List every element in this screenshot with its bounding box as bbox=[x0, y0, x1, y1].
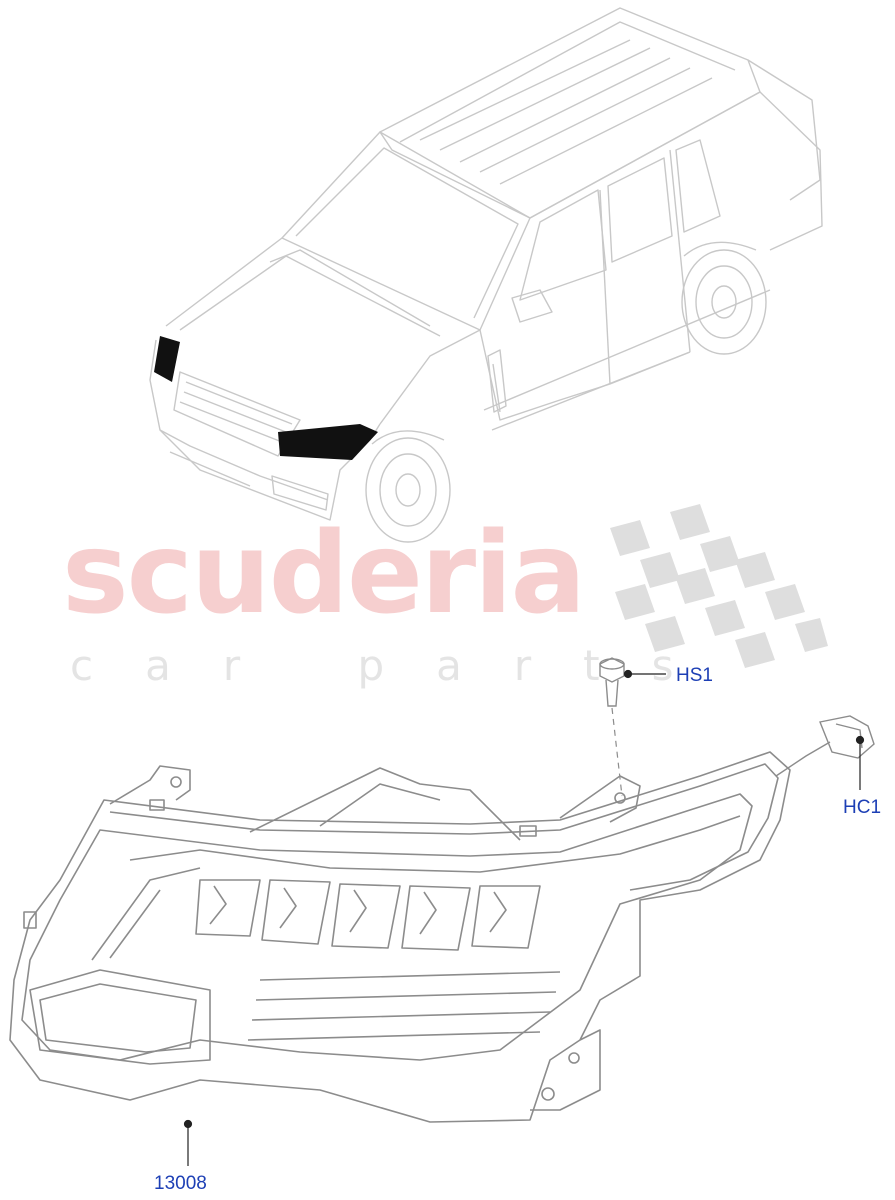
callout-bolt-label[interactable]: HS1 bbox=[676, 665, 713, 686]
vehicle-illustration bbox=[149, 7, 823, 543]
clip-part bbox=[819, 715, 875, 759]
headlamp-assembly bbox=[9, 751, 791, 1123]
watermark-brand: scuderia bbox=[62, 509, 586, 639]
bolt-assembly-line bbox=[611, 707, 623, 797]
callout-clip-label[interactable]: HC1 bbox=[843, 797, 882, 818]
callout-headlamp-label[interactable]: 13008 bbox=[154, 1173, 207, 1194]
bolt-part bbox=[599, 657, 625, 707]
watermark-tagline: car parts bbox=[70, 641, 726, 690]
checkered-flag-icon bbox=[610, 504, 828, 668]
headlamp-highlight bbox=[154, 336, 378, 460]
cable-part bbox=[775, 741, 831, 777]
leader-lines bbox=[183, 669, 865, 1166]
